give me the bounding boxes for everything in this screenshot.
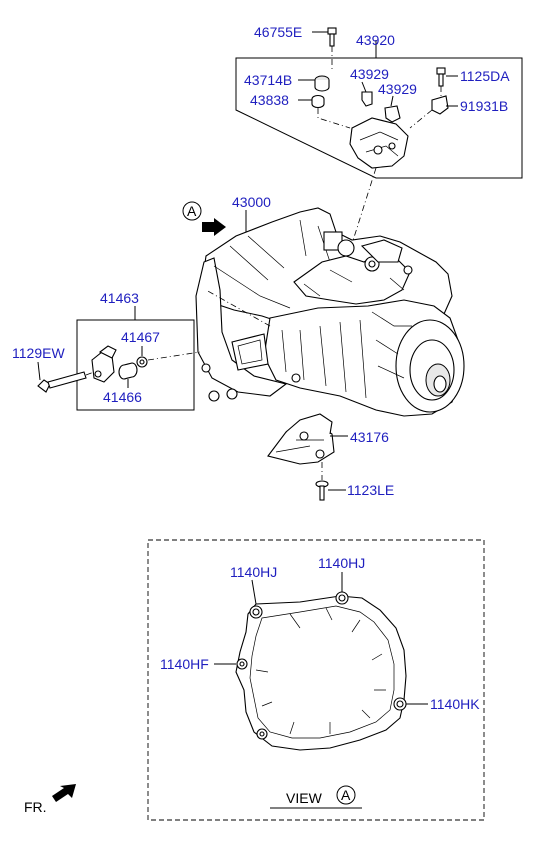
label-43000: 43000 [232,194,271,210]
bolt-1123le-icon [315,480,346,501]
bushing-43714b-icon [298,75,330,92]
front-direction-text: FR. [24,799,47,815]
label-41463: 41463 [100,290,139,306]
label-43714b: 43714B [244,72,292,88]
bolt-1125da-icon [436,67,458,96]
front-arrow-icon [52,784,76,802]
bushing-41466-icon [118,362,138,388]
label-view-marker: A [187,203,197,219]
view-a-arrow-icon [202,218,226,236]
shift-bracket-icon [349,117,409,251]
label-1123le: 1123LE [347,482,394,498]
bolt-46755e-icon [312,27,337,70]
label-1140hj-right: 1140HJ [318,555,365,571]
view-a-box [147,539,485,821]
label-43929-b: 43929 [378,81,417,97]
bracket-group-box [235,40,523,179]
bell-housing-face-icon [214,572,428,751]
clip-41467-icon [136,346,201,368]
bolt-1129ew-icon [37,361,95,393]
clip-43929-right-icon [384,95,401,123]
label-43838: 43838 [250,92,289,108]
label-43929-a: 43929 [350,66,389,82]
bracket-43176-icon [267,413,348,480]
label-41466: 41466 [103,389,142,405]
lever-group-box [76,306,195,411]
view-a-caption-circle [336,785,356,805]
label-1140hk: 1140HK [430,696,480,712]
label-1129ew: 1129EW [12,345,65,361]
washer-43838-icon [298,94,351,129]
bracket-91931b-icon [409,95,458,129]
label-1140hj-left: 1140HJ [230,564,277,580]
transmission-43000-icon [195,207,465,417]
view-caption-letter: A [341,787,351,803]
clip-43929-left-icon [361,81,373,107]
label-43920: 43920 [356,32,395,48]
label-41467: 41467 [121,329,160,345]
view-a-marker [182,201,202,221]
lever-41463-icon [91,345,117,383]
label-91931b: 91931B [460,98,508,114]
label-1140hf: 1140HF [160,656,209,672]
label-46755e: 46755E [254,24,302,40]
view-caption-text: VIEW [286,790,323,806]
label-1125da: 1125DA [460,68,510,84]
label-43176: 43176 [350,429,389,445]
